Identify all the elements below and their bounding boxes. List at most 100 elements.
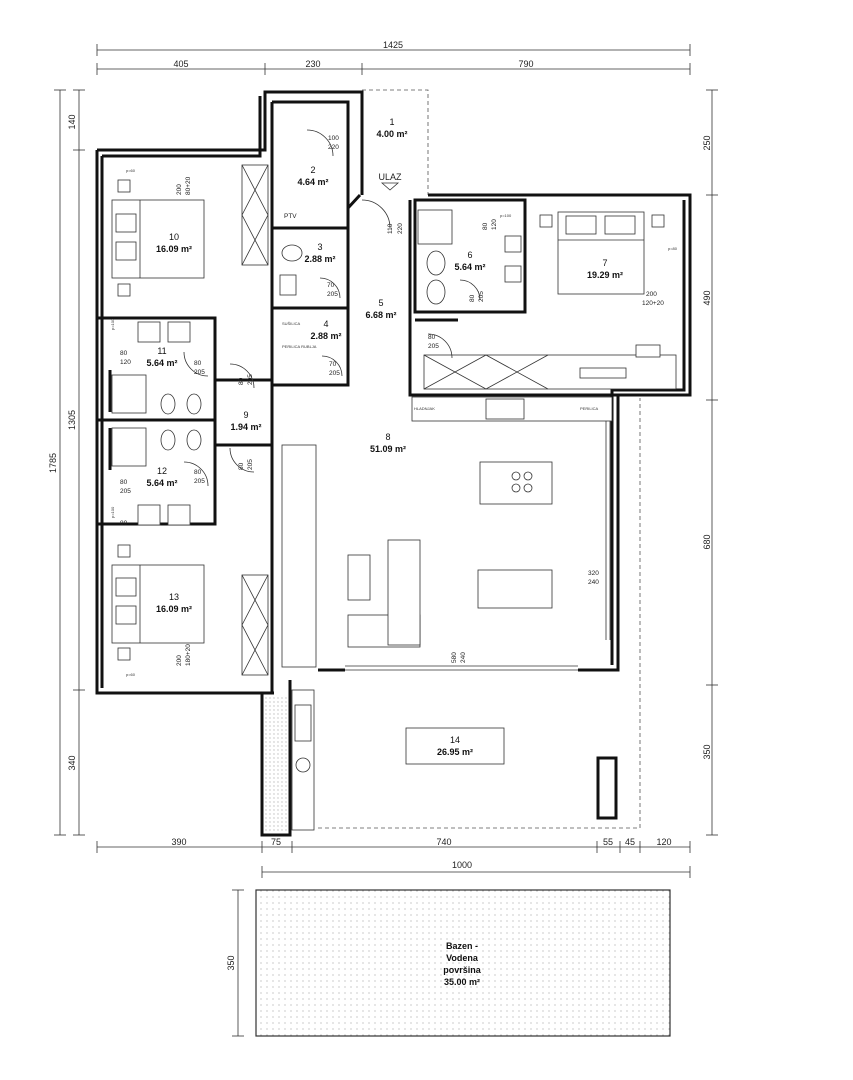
opening-12-height: 120 <box>120 359 131 366</box>
terrace-outline <box>318 398 641 829</box>
room-7-area: 19.29 m² <box>587 270 623 280</box>
wardrobe-13 <box>241 574 269 676</box>
room-8-number: 8 <box>385 432 390 442</box>
opening-10-width: 80 <box>194 360 202 367</box>
dim-pool-height: 350 <box>226 955 236 970</box>
room-3-number: 3 <box>317 242 322 252</box>
room-10-area: 16.09 m² <box>156 244 192 254</box>
room-14-number: 14 <box>450 735 460 745</box>
dim-top-seg-1: 405 <box>173 59 188 69</box>
bottom-dimensions <box>96 841 691 878</box>
dim-bottom-seg-3: 740 <box>436 837 451 847</box>
opening-4-width: 70 <box>329 361 337 368</box>
opening-13-width: 80 <box>194 469 202 476</box>
room-11-area: 5.64 m² <box>146 358 177 368</box>
pool-label-line-1: Bazen - <box>446 941 478 951</box>
opening-16-width: 200 <box>176 655 183 666</box>
entry-canopy-outline <box>362 89 429 195</box>
opening-7-height: 205 <box>428 343 439 350</box>
room-2-area: 4.64 m² <box>297 177 328 187</box>
opening-6-width: 80 <box>469 294 476 302</box>
room-14-area: 26.95 m² <box>437 747 473 757</box>
opening-9-height: 120+20 <box>642 300 664 307</box>
room-10-number: 10 <box>169 232 179 242</box>
dim-left-seg-3: 340 <box>67 755 77 770</box>
dryer-label: SUŠILICA <box>282 321 301 326</box>
dim-bottom-seg-1: 390 <box>171 837 186 847</box>
door-swings <box>183 129 481 487</box>
pool <box>255 889 671 1037</box>
dim-right-seg-3: 680 <box>702 534 712 549</box>
opening-19-width: 580 <box>451 652 458 663</box>
room-12-area: 5.64 m² <box>146 478 177 488</box>
room-2-number: 2 <box>310 165 315 175</box>
right-dimensions <box>706 89 718 836</box>
dim-top-seg-2: 230 <box>305 59 320 69</box>
parapet-label-4: p=100 <box>500 213 512 218</box>
opening-17-width: 200 <box>176 184 183 195</box>
dim-right-seg-1: 250 <box>702 135 712 150</box>
living-dining-furniture <box>347 344 661 765</box>
ptv-label: PTV <box>284 213 297 220</box>
parapet-label-6: p=100 <box>110 506 115 518</box>
opening-13-height: 205 <box>194 478 205 485</box>
opening-15-width: 80 <box>120 520 128 527</box>
wardrobe-10 <box>241 164 269 266</box>
opening-14-width: 80 <box>120 479 128 486</box>
room-11-number: 11 <box>157 346 166 356</box>
pool-label-line-2: Vodena <box>446 953 479 963</box>
opening-2-width: 110 <box>387 223 394 234</box>
room-4-area: 2.88 m² <box>310 331 341 341</box>
parapet-label-5: p=100 <box>110 318 115 330</box>
room-1-number: 1 <box>389 117 394 127</box>
dim-top-seg-3: 790 <box>518 59 533 69</box>
room-13-area: 16.09 m² <box>156 604 192 614</box>
opening-14-height: 205 <box>120 488 131 495</box>
kitchen-fixtures <box>281 396 613 831</box>
entrance-arrow-icon <box>380 182 400 191</box>
opening-19-height: 240 <box>460 652 467 663</box>
opening-16-height: 180+20 <box>185 644 192 666</box>
opening-4-height: 205 <box>329 370 340 377</box>
washer-label: PERILICA RUBLJA <box>282 344 317 349</box>
opening-11-height: 205 <box>247 459 254 470</box>
opening-8-width: 80 <box>238 377 245 385</box>
opening-5-width: 80 <box>482 222 489 230</box>
opening-18-width: 320 <box>588 570 599 577</box>
room-7-number: 7 <box>602 258 607 268</box>
fridge-label: HLADNJAK <box>414 406 435 411</box>
opening-10-height: 205 <box>194 369 205 376</box>
opening-11-width: 80 <box>238 462 245 470</box>
top-dimensions <box>96 44 691 75</box>
dim-bottom-seg-6: 120 <box>656 837 671 847</box>
room-13-number: 13 <box>169 592 179 602</box>
dim-right-seg-4: 350 <box>702 744 712 759</box>
room-5-area: 6.68 m² <box>365 310 396 320</box>
opening-1-width: 100 <box>328 135 339 142</box>
opening-3-height: 205 <box>327 291 338 298</box>
dim-bottom-seg-4: 55 <box>603 837 613 847</box>
opening-7-width: 80 <box>428 334 436 341</box>
room-3-area: 2.88 m² <box>304 254 335 264</box>
dim-left-seg-1: 140 <box>67 114 77 129</box>
entrance-label: ULAZ <box>378 172 402 182</box>
bed-13 <box>111 544 205 661</box>
dim-bottom-total: 1000 <box>452 860 472 870</box>
dim-left-total: 1785 <box>48 453 58 473</box>
opening-3-width: 70 <box>327 282 335 289</box>
parapet-label-1: p=60 <box>126 168 136 173</box>
parapet-label-2: p=60 <box>126 672 136 677</box>
dim-bottom-seg-2: 75 <box>271 837 281 847</box>
room-6-area: 5.64 m² <box>454 262 485 272</box>
room-4-number: 4 <box>323 319 328 329</box>
opening-labels: 100 220 110 220 70 205 70 205 80 120 80 … <box>120 135 664 666</box>
left-dimensions <box>54 89 85 836</box>
pool-area: 35.00 m² <box>444 977 480 987</box>
opening-2-height: 220 <box>397 223 404 234</box>
room-9-area: 1.94 m² <box>230 422 261 432</box>
room-6-number: 6 <box>467 250 472 260</box>
pool-label-line-3: površina <box>443 965 482 975</box>
parapet-label-3: p=80 <box>668 246 678 251</box>
room-9-number: 9 <box>243 410 248 420</box>
bed-10 <box>111 179 205 297</box>
